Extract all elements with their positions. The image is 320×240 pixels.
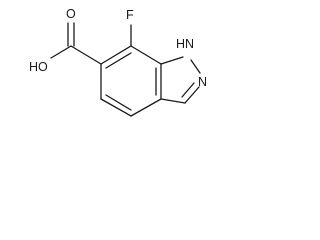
bond-c6-c7 [100,45,132,65]
bond-c7a-n1 [160,56,184,65]
bond-c6-c7-inner [105,52,132,69]
bond-carboxyl-oh [50,45,72,59]
atom-label-fluorine: F [126,8,134,22]
benzene-ring [100,45,162,117]
atom-label-n1: N [185,37,194,51]
bond-c4-c5 [100,98,132,117]
molecule-structure-diagram: F O HO H N N [29,7,207,117]
atom-label-n2: N [198,75,207,89]
bond-n2-c3 [184,86,200,104]
atom-label-hydroxyl: HO [29,60,48,74]
bond-n2-c3-inner [181,82,195,98]
bond-c4-c5-inner [105,94,132,111]
atom-label-nh-hydrogen: H [176,37,185,51]
bond-c7-c7a [130,45,162,65]
bond-c3a-c4 [130,98,162,117]
bond-c6-cooh [70,45,102,65]
bond-n1-n2 [190,59,201,74]
substituents [50,22,132,65]
pyrazole-ring [160,56,201,104]
atom-label-carbonyl-oxygen: O [66,7,76,21]
bond-c3-c3a [160,98,186,104]
